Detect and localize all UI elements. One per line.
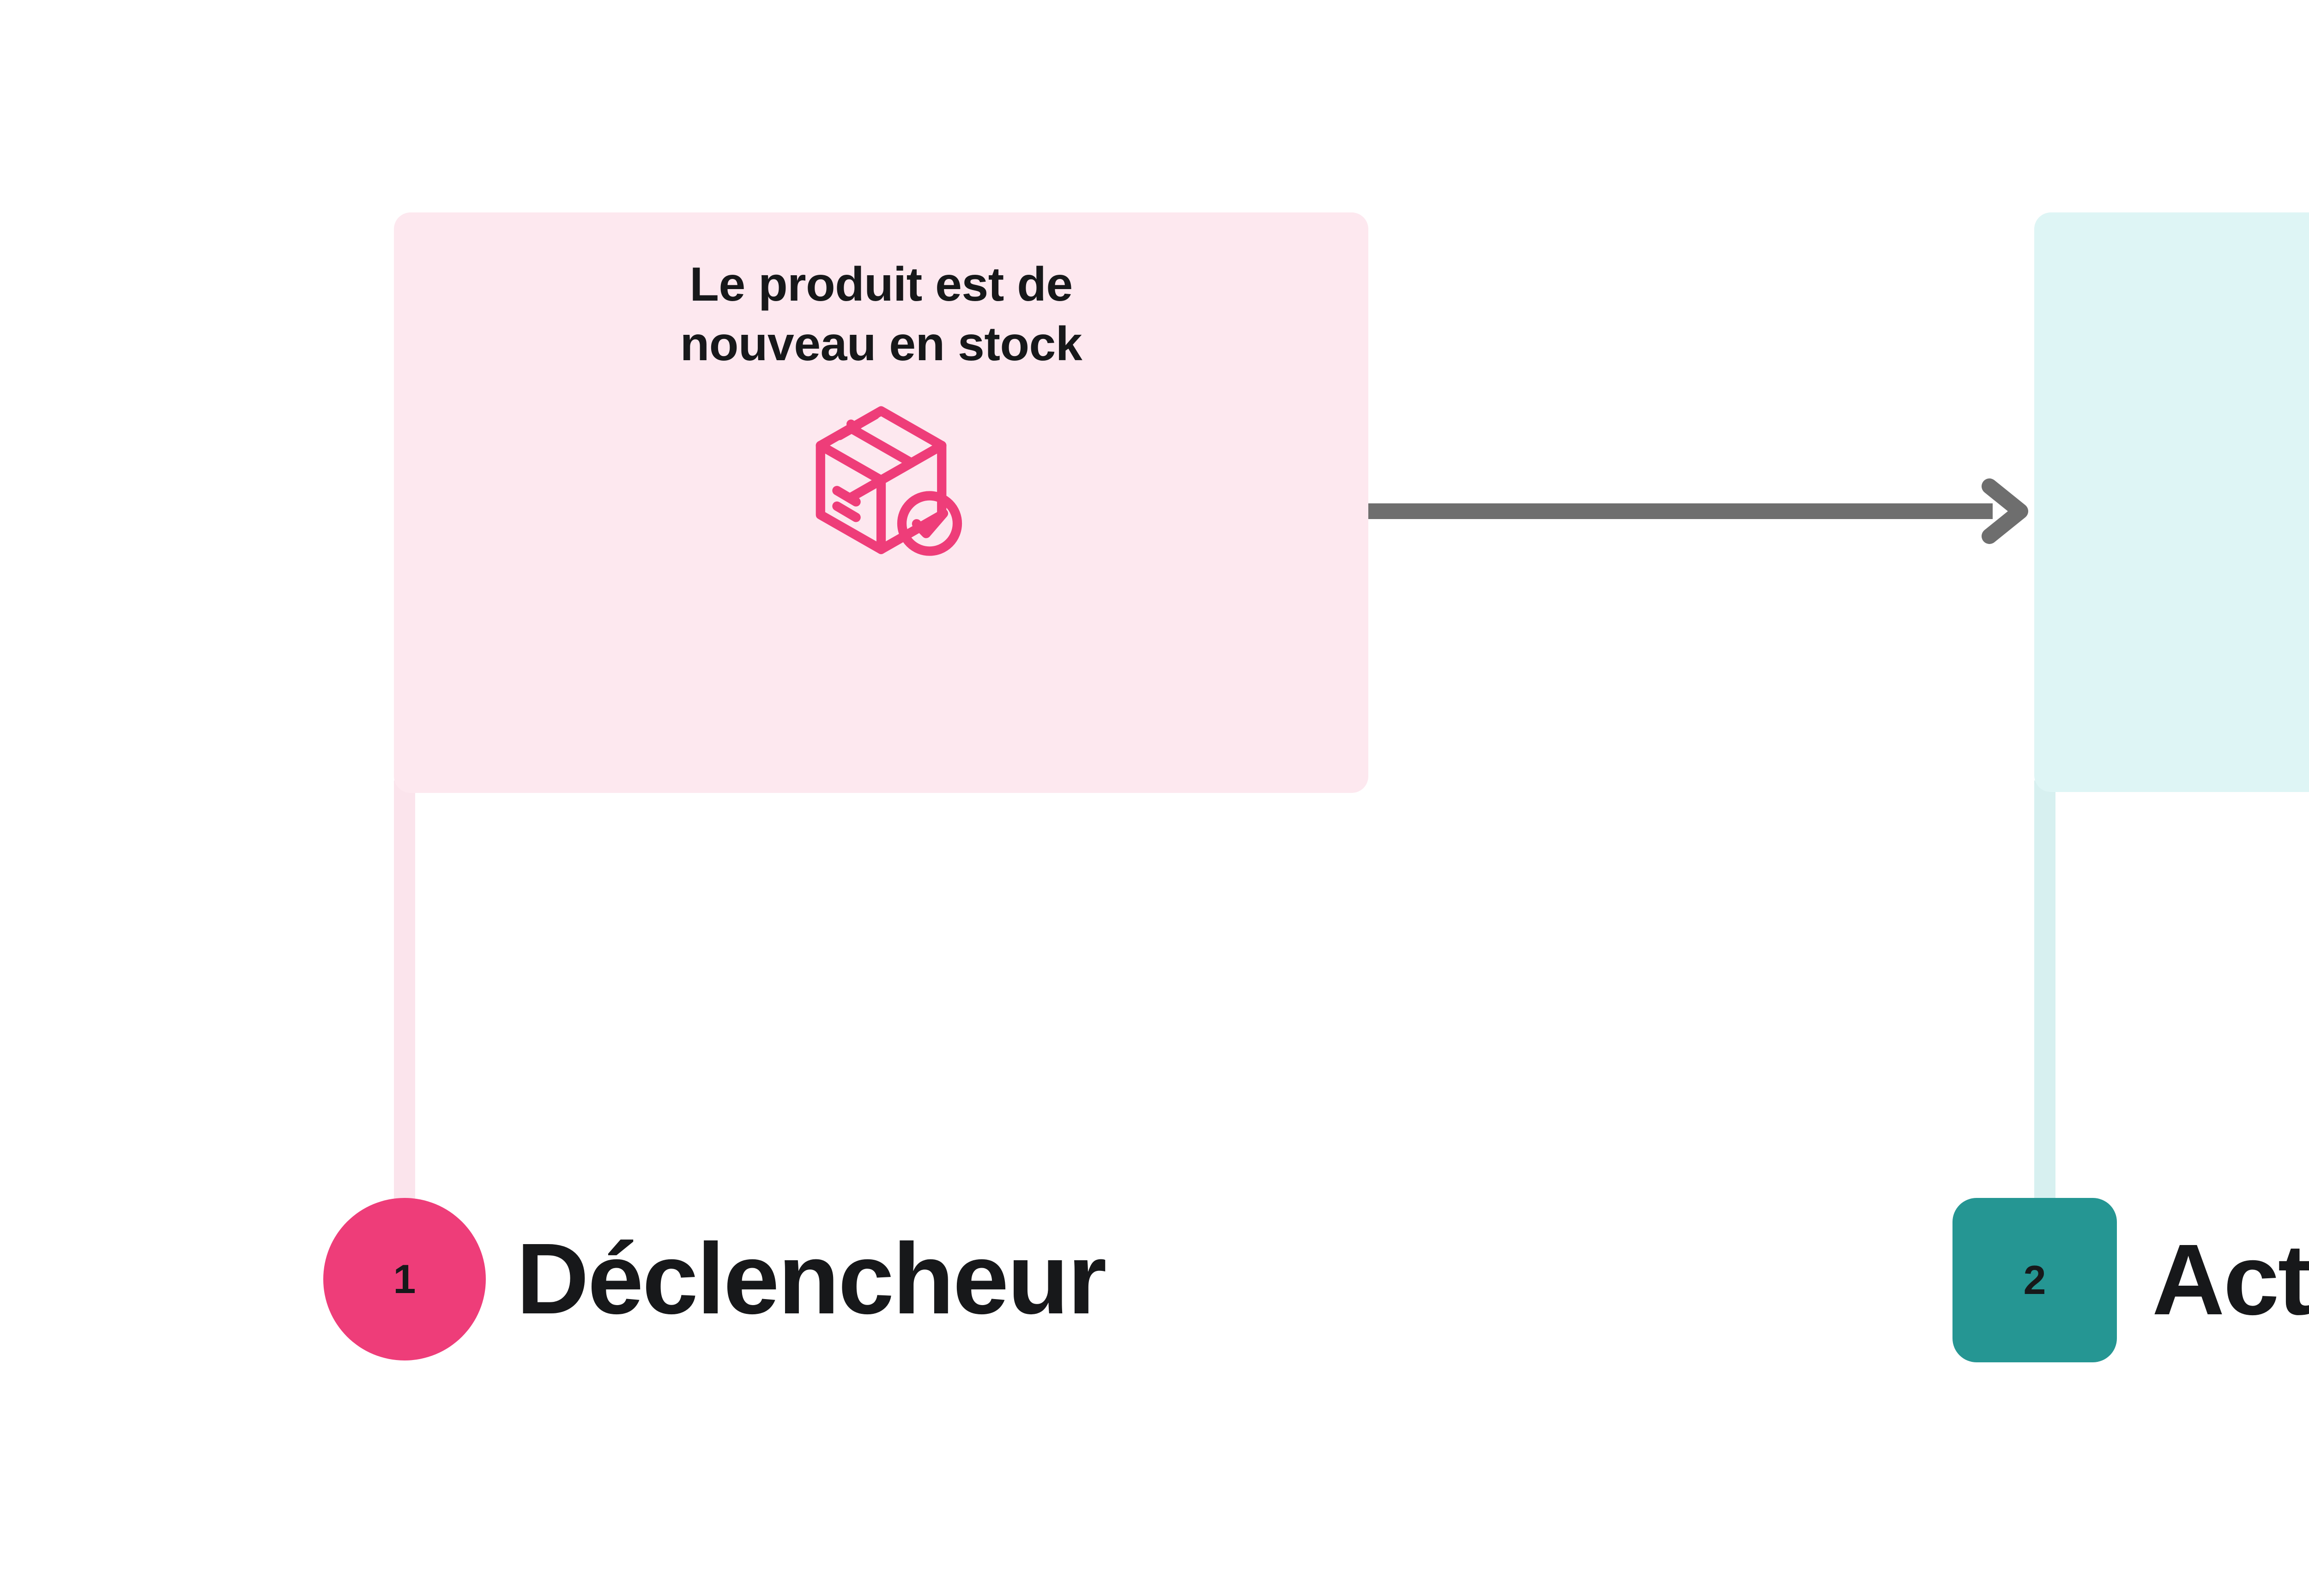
legend-label-trigger: Déclencheur: [516, 1223, 1107, 1335]
trigger-card-title: Le produit est de nouveau en stock: [680, 258, 1082, 371]
package-check-icon: [816, 406, 962, 556]
action-card[interactable]: Envoi d’un email: [2034, 212, 2309, 792]
trigger-card[interactable]: Le produit est de nouveau en stock: [394, 212, 1368, 793]
connector-line-action: [2034, 780, 2055, 1242]
connector-line-trigger: [394, 780, 415, 1251]
flow-arrow: [1368, 478, 2028, 544]
legend-label-action: Action: [2152, 1224, 2309, 1336]
step-badge-2: 2: [1952, 1198, 2117, 1362]
step-badge-1: 1: [323, 1198, 486, 1360]
legend-item-trigger[interactable]: 1 Déclencheur: [323, 1198, 1107, 1360]
legend-item-action[interactable]: 2 Action: [1952, 1198, 2309, 1362]
